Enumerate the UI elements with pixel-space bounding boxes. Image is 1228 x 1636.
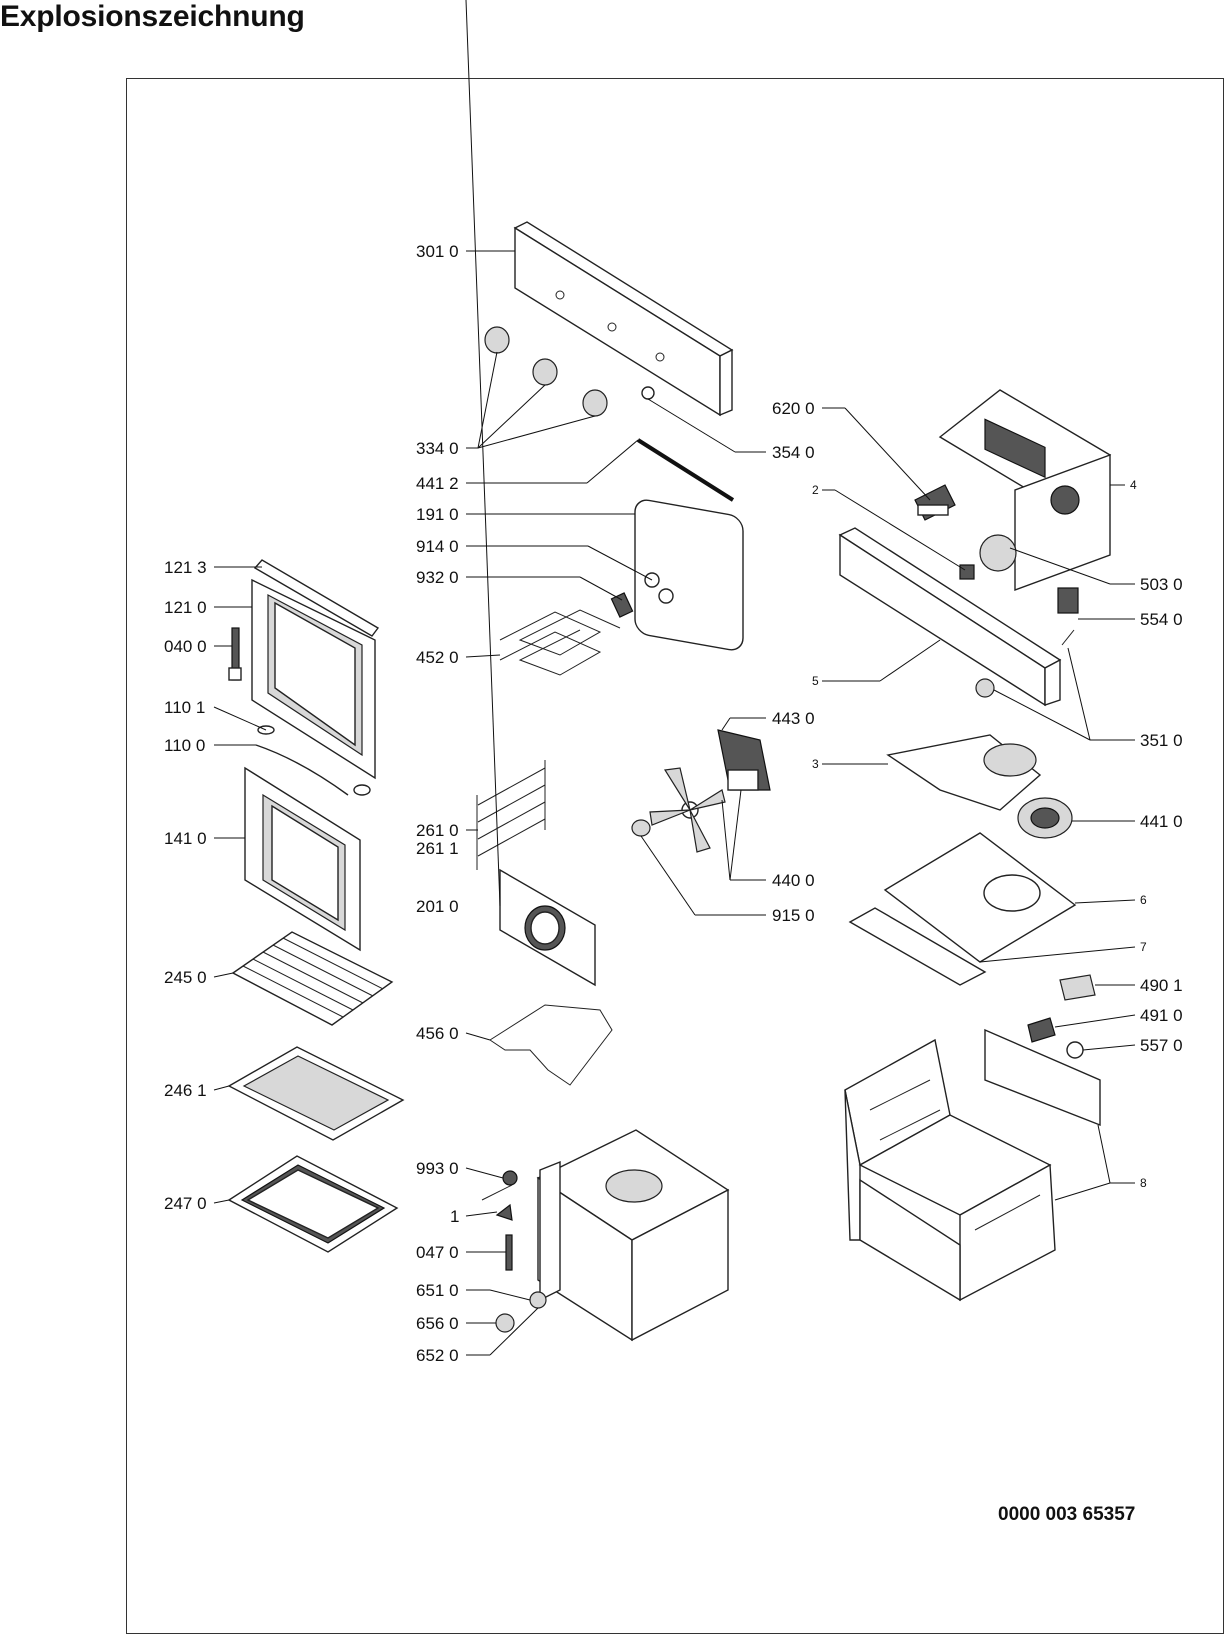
- front-frame-rail: [838, 527, 1062, 707]
- drawing-frame: [126, 78, 1224, 1634]
- callout-656-0: 656 0: [416, 1314, 459, 1333]
- callout-651-0: 651 0: [416, 1281, 459, 1300]
- callout-110-1: 110 1: [164, 698, 205, 717]
- shelf-guides: [476, 760, 546, 870]
- callout-5: 5: [812, 674, 819, 688]
- callout-191-0: 191 0: [416, 505, 459, 524]
- callout-914-0: 914 0: [416, 537, 459, 556]
- door-inner-frame: [251, 559, 380, 780]
- callout-440-0: 440 0: [772, 871, 815, 890]
- callout-261-0: 261 0: [416, 821, 459, 840]
- callout-245-0: 245 0: [164, 968, 207, 987]
- fan-motor: [717, 729, 771, 791]
- deep-pan: [227, 1155, 399, 1253]
- callout-490-1: 490 1: [1140, 976, 1183, 995]
- callout-141-0: 141 0: [164, 829, 207, 848]
- hinge-clips: [255, 725, 371, 796]
- callout-441-0: 441 0: [1140, 812, 1183, 831]
- callout-1: 1: [450, 1207, 459, 1226]
- callout-labels: 121 3 121 0 040 0 110 1 110 0 141 0 245 …: [164, 242, 1183, 1365]
- callout-491-0: 491 0: [1140, 1006, 1183, 1025]
- rear-fan-cover: [499, 868, 596, 987]
- lower-heating-element: [489, 1004, 613, 1086]
- baking-tray: [227, 1046, 405, 1141]
- callout-040-0: 040 0: [164, 637, 207, 656]
- wire-rack: [231, 931, 394, 1026]
- callout-4: 4: [1130, 478, 1137, 492]
- callout-351-0: 351 0: [1140, 731, 1183, 750]
- leader-lines: [213, 0, 1136, 1356]
- door-glass: [244, 766, 361, 952]
- callout-334-0: 334 0: [416, 439, 459, 458]
- callout-047-0: 047 0: [416, 1243, 459, 1262]
- callout-443-0: 443 0: [772, 709, 815, 728]
- air-duct-plate: [886, 734, 1042, 811]
- oven-cavity: [536, 1129, 730, 1342]
- callout-557-0: 557 0: [1140, 1036, 1183, 1055]
- callout-261-1: 261 1: [416, 839, 459, 858]
- front-strip: [848, 907, 987, 986]
- control-knobs: [484, 326, 655, 417]
- control-panel: [513, 221, 734, 417]
- top-cover-electronics: [938, 389, 1112, 592]
- callout-246-1: 246 1: [164, 1081, 207, 1100]
- callout-932-0: 932 0: [416, 568, 459, 587]
- callout-201-0: 201 0: [416, 897, 459, 916]
- callout-452-0: 452 0: [416, 648, 459, 667]
- callout-8: 8: [1140, 1176, 1147, 1190]
- callout-993-0: 993 0: [416, 1159, 459, 1178]
- callout-3: 3: [812, 757, 819, 771]
- door-seal: [634, 438, 744, 651]
- callout-110-0: 110 0: [164, 736, 205, 755]
- callout-620-0: 620 0: [772, 399, 815, 418]
- document-number: 0000 003 65357: [998, 1504, 1135, 1525]
- callout-121-0: 121 0: [164, 598, 207, 617]
- grill-element: [499, 572, 674, 676]
- callout-6: 6: [1140, 893, 1147, 907]
- callout-2: 2: [812, 483, 819, 497]
- page-title: Explosionszeichnung: [0, 0, 305, 33]
- base-plate: [883, 832, 1077, 963]
- callout-503-0: 503 0: [1140, 575, 1183, 594]
- callout-301-0: 301 0: [416, 242, 459, 261]
- callout-247-0: 247 0: [164, 1194, 207, 1213]
- callout-121-3: 121 3: [164, 558, 207, 577]
- fan-wheel: [631, 767, 726, 853]
- callout-7: 7: [1140, 940, 1147, 954]
- callout-456-0: 456 0: [416, 1024, 459, 1043]
- callout-354-0: 354 0: [772, 443, 815, 462]
- cooling-fan: [1017, 797, 1073, 839]
- callout-554-0: 554 0: [1140, 610, 1183, 629]
- callout-441-2: 441 2: [416, 474, 459, 493]
- electronics-parts: [1027, 974, 1096, 1059]
- outer-housing: [844, 1028, 1101, 1302]
- door-hinge: [228, 627, 242, 681]
- callout-915-0: 915 0: [772, 906, 815, 925]
- relay-block: [914, 484, 956, 521]
- callout-652-0: 652 0: [416, 1346, 459, 1365]
- small-parts-right: [959, 534, 1079, 698]
